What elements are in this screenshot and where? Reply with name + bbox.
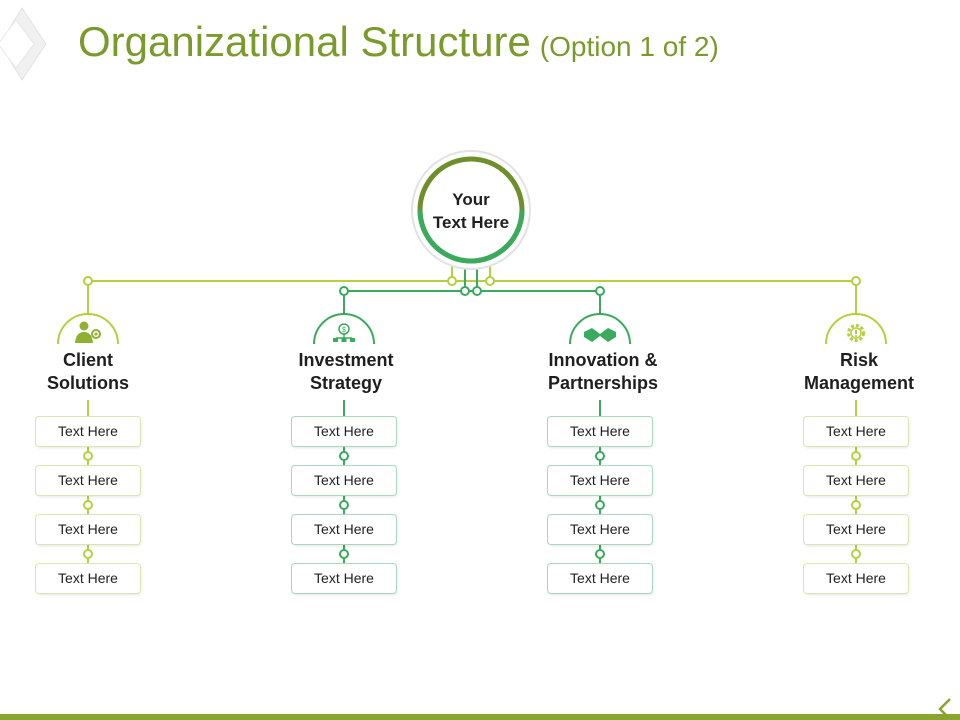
dept-label-line-2: Management [803,373,915,393]
dept-label-line-1: Risk [839,350,879,370]
dept-label-innovation-partnerships: Innovation & Partnerships [528,349,678,395]
text-box[interactable]: Text Here [36,417,140,446]
dollar-network-icon: $ [333,323,355,342]
dept-label-line-2: Strategy [309,373,383,393]
dept-label-line-1: Client [62,350,113,370]
text-box[interactable]: Text Here [36,564,140,593]
dept-label-line-1: Investment [298,350,394,370]
bottom-bar [0,714,960,720]
dept-label-client-solutions: Client Solutions [13,349,163,395]
center-node: Your Text Here [421,188,521,234]
text-box[interactable]: Text Here [548,564,652,593]
dept-header-investment-strategy [313,313,375,345]
dept-header-innovation-partnerships [569,313,631,345]
dept-label-line-2: Solutions [47,373,129,393]
dept-label-investment-strategy: Investment Strategy [271,349,421,395]
slide-title: Organizational Structure (Option 1 of 2) [78,18,719,66]
dept-label-risk-management: Risk Management [784,349,934,395]
text-box[interactable]: Text Here [548,466,652,495]
dept-label-line-1: Innovation & [548,350,658,370]
center-line-1: Your [452,190,490,209]
text-box[interactable]: Text Here [292,564,396,593]
gear-alert-icon [847,324,865,342]
text-box[interactable]: Text Here [804,515,908,544]
svg-text:$: $ [342,327,346,334]
center-line-2: Text Here [432,213,510,232]
title-main: Organizational Structure [78,18,531,65]
handshake-icon [584,328,616,342]
text-box[interactable]: Text Here [36,466,140,495]
text-box[interactable]: Text Here [548,515,652,544]
chevron-left-icon[interactable] [938,698,951,720]
title-sub: (Option 1 of 2) [539,31,719,62]
text-box[interactable]: Text Here [804,417,908,446]
text-box[interactable]: Text Here [804,466,908,495]
person-gear-icon [75,321,101,343]
dept-label-line-2: Partnerships [547,373,659,393]
corner-decoration [0,7,47,81]
text-box[interactable]: Text Here [292,515,396,544]
hub-outer-ring [411,150,531,270]
text-box[interactable]: Text Here [292,417,396,446]
text-box[interactable]: Text Here [292,466,396,495]
text-box[interactable]: Text Here [548,417,652,446]
text-box[interactable]: Text Here [36,515,140,544]
dept-header-client-solutions [57,313,119,345]
text-box[interactable]: Text Here [804,564,908,593]
